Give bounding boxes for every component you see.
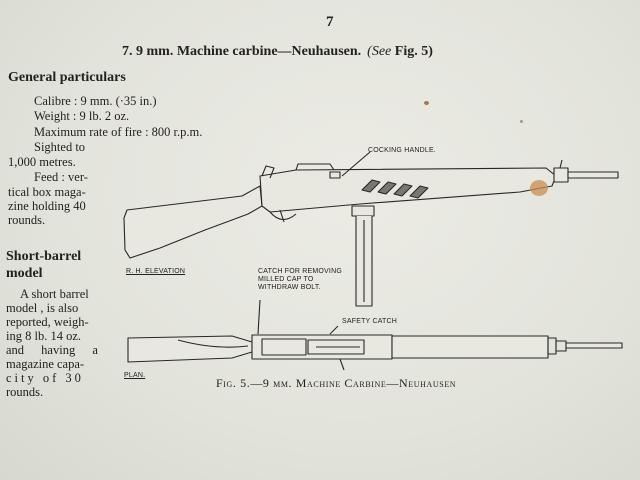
short-barrel-text-5: and having a <box>6 343 98 357</box>
short-barrel-title: Short-barrel model <box>6 249 82 281</box>
stain <box>424 101 429 105</box>
elevation-label: R. H. ELEVATION <box>126 268 186 275</box>
cocking-handle-label: COCKING HANDLE. <box>368 147 436 154</box>
plan-label: PLAN. <box>124 372 146 379</box>
short-barrel-text-2: model , is also <box>6 301 79 315</box>
short-barrel-text-1: A short barrel <box>20 287 89 301</box>
heading-see-ref: (See Fig. 5) <box>367 44 433 59</box>
short-barrel-text-8: rounds. <box>6 385 44 399</box>
weight-line: Weight : 9 lb. 2 oz. <box>34 109 130 123</box>
feed-line-3: zine holding 40 <box>8 199 86 213</box>
rate-of-fire-line: Maximum rate of fire : 800 r.p.m. <box>34 125 203 139</box>
short-barrel-text-3: reported, weigh- <box>6 315 89 329</box>
page-number: 7 <box>326 14 334 30</box>
heading-title: 7. 9 mm. Machine carbine—Neuhausen. <box>122 44 362 59</box>
short-barrel-text-6: magazine capa- <box>6 357 85 371</box>
general-particulars-title: General particulars <box>8 70 126 85</box>
elevation-view-drawing <box>123 151 619 307</box>
stain <box>530 180 548 196</box>
feed-line-2: tical box maga- <box>8 185 86 199</box>
section-heading: 7. 9 mm. Machine carbine—Neuhausen. (See … <box>122 44 433 60</box>
safety-catch-label: SAFETY CATCH <box>342 318 398 325</box>
feed-line-4: rounds. <box>8 213 46 227</box>
plan-view-drawing <box>127 299 623 371</box>
short-barrel-text-7: city of 30 <box>6 371 84 385</box>
figure-caption: Fig. 5.—9 mm. Machine Carbine—Neuhausen <box>216 376 457 390</box>
sighted-line-1: Sighted to <box>34 140 86 154</box>
sighted-line-2: 1,000 metres. <box>8 155 76 169</box>
short-barrel-text-4: ing 8 lb. 14 oz. <box>6 329 81 343</box>
calibre-line: Calibre : 9 mm. (·35 in.) <box>34 94 157 108</box>
stain <box>520 120 523 123</box>
catch-label: CATCH FOR REMOVING MILLED CAP TO WITHDRA… <box>258 268 342 291</box>
feed-line-1: Feed : ver- <box>34 170 88 184</box>
